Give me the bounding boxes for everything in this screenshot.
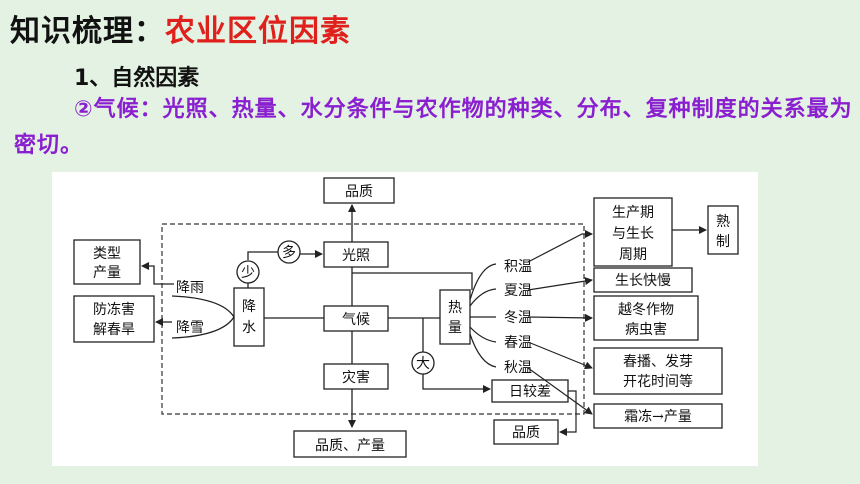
node-sowing bbox=[593, 347, 723, 395]
arrow-diurnal-quality bbox=[559, 390, 577, 436]
node-precipitation bbox=[233, 287, 265, 347]
label-rainfall: 降雨 bbox=[176, 280, 204, 296]
link-light-acctemp bbox=[352, 272, 473, 290]
label-frost: 防冻害 bbox=[93, 301, 135, 318]
arrow-winter-overwinter bbox=[527, 313, 593, 322]
climate-paragraph: ②气候：光照、热量、水分条件与农作物的种类、分布、复种制度的关系最为密切。 bbox=[14, 97, 853, 158]
arrow-summer-growth bbox=[527, 277, 593, 291]
label-climate: 气候 bbox=[342, 312, 370, 328]
label-overwinter-1: 越冬作物 bbox=[618, 302, 674, 318]
label-less: 少 bbox=[241, 265, 255, 281]
arrow-spring-sowing bbox=[527, 341, 593, 370]
fan-acc bbox=[469, 263, 497, 301]
label-period-2: 与生长 bbox=[612, 226, 654, 242]
label-quality-top: 品质 bbox=[345, 184, 373, 200]
node-disaster bbox=[323, 363, 389, 390]
fan-summer bbox=[469, 288, 497, 307]
label-light: 光照 bbox=[342, 248, 370, 264]
node-frost-yield bbox=[593, 403, 723, 429]
node-growth-speed bbox=[593, 267, 693, 293]
label-type: 类型 bbox=[93, 246, 121, 262]
label-autumn-temp: 秋温 bbox=[504, 360, 532, 376]
node-light bbox=[323, 241, 389, 268]
label-more: 多 bbox=[282, 244, 296, 261]
diagram-svg: 品质 光照 多 少 降 水 降雨 降雪 类型 产量 防冻害 解春旱 气候 灾害 … bbox=[73, 177, 739, 458]
label-drought: 解春旱 bbox=[93, 322, 135, 338]
node-period bbox=[593, 197, 673, 267]
climate-factor-diagram: 品质 光照 多 少 降 水 降雨 降雪 类型 产量 防冻害 解春旱 气候 灾害 … bbox=[52, 172, 758, 466]
arrow-acc-period bbox=[527, 230, 593, 263]
node-climate bbox=[323, 305, 389, 332]
label-heat-1: 热 bbox=[448, 300, 462, 316]
label-diurnal: 日较差 bbox=[509, 384, 551, 400]
label-growth-speed: 生长快慢 bbox=[615, 272, 671, 289]
label-sowing-2: 开花时间等 bbox=[623, 373, 693, 390]
arrow-big-diurnal bbox=[422, 374, 491, 393]
label-quality-bottom: 品质 bbox=[512, 425, 540, 441]
label-period-3: 周期 bbox=[619, 247, 647, 263]
brace-rain-snow bbox=[171, 295, 235, 339]
label-summer-temp: 夏温 bbox=[504, 283, 532, 299]
label-precip-1: 降 bbox=[242, 299, 256, 315]
label-acc-temp: 积温 bbox=[504, 259, 532, 275]
link-precip-more bbox=[247, 251, 278, 260]
node-quality-yield bbox=[293, 430, 407, 458]
node-ripeness bbox=[707, 205, 739, 255]
subheading: 1、自然因素 bbox=[74, 66, 200, 91]
arrow-rain-type bbox=[141, 262, 174, 285]
label-frost-yield: 霜冻→产量 bbox=[624, 408, 692, 425]
fan-autumn bbox=[469, 333, 497, 368]
fan-spring bbox=[469, 326, 497, 343]
label-yield: 产量 bbox=[93, 265, 121, 281]
node-type-yield bbox=[73, 239, 141, 285]
label-overwinter-2: 病虫害 bbox=[625, 322, 667, 338]
title-prefix: 知识梳理： bbox=[10, 14, 165, 49]
label-ripeness-1: 熟 bbox=[716, 214, 730, 230]
node-frost-drought bbox=[73, 295, 155, 343]
label-heat-2: 量 bbox=[448, 320, 462, 336]
label-ripeness-2: 制 bbox=[716, 234, 730, 250]
label-sowing-1: 春播、发芽 bbox=[623, 354, 693, 370]
label-disaster: 灾害 bbox=[342, 369, 370, 386]
label-winter-temp: 冬温 bbox=[504, 310, 532, 326]
label-quality-yield: 品质、产量 bbox=[315, 438, 385, 454]
label-snowfall: 降雪 bbox=[176, 320, 204, 336]
node-quality-bottom bbox=[493, 419, 559, 445]
label-spring-temp: 春温 bbox=[504, 335, 532, 351]
slide-title: 知识梳理：农业区位因素 bbox=[10, 6, 351, 50]
arrow-autumn-frost bbox=[527, 367, 593, 415]
label-big: 大 bbox=[416, 356, 430, 372]
label-precip-2: 水 bbox=[242, 320, 256, 336]
node-overwinter bbox=[593, 295, 699, 341]
title-highlight: 农业区位因素 bbox=[165, 14, 351, 49]
node-quality-top bbox=[323, 177, 395, 204]
label-period-1: 生产期 bbox=[612, 205, 654, 221]
node-heat bbox=[439, 289, 471, 345]
